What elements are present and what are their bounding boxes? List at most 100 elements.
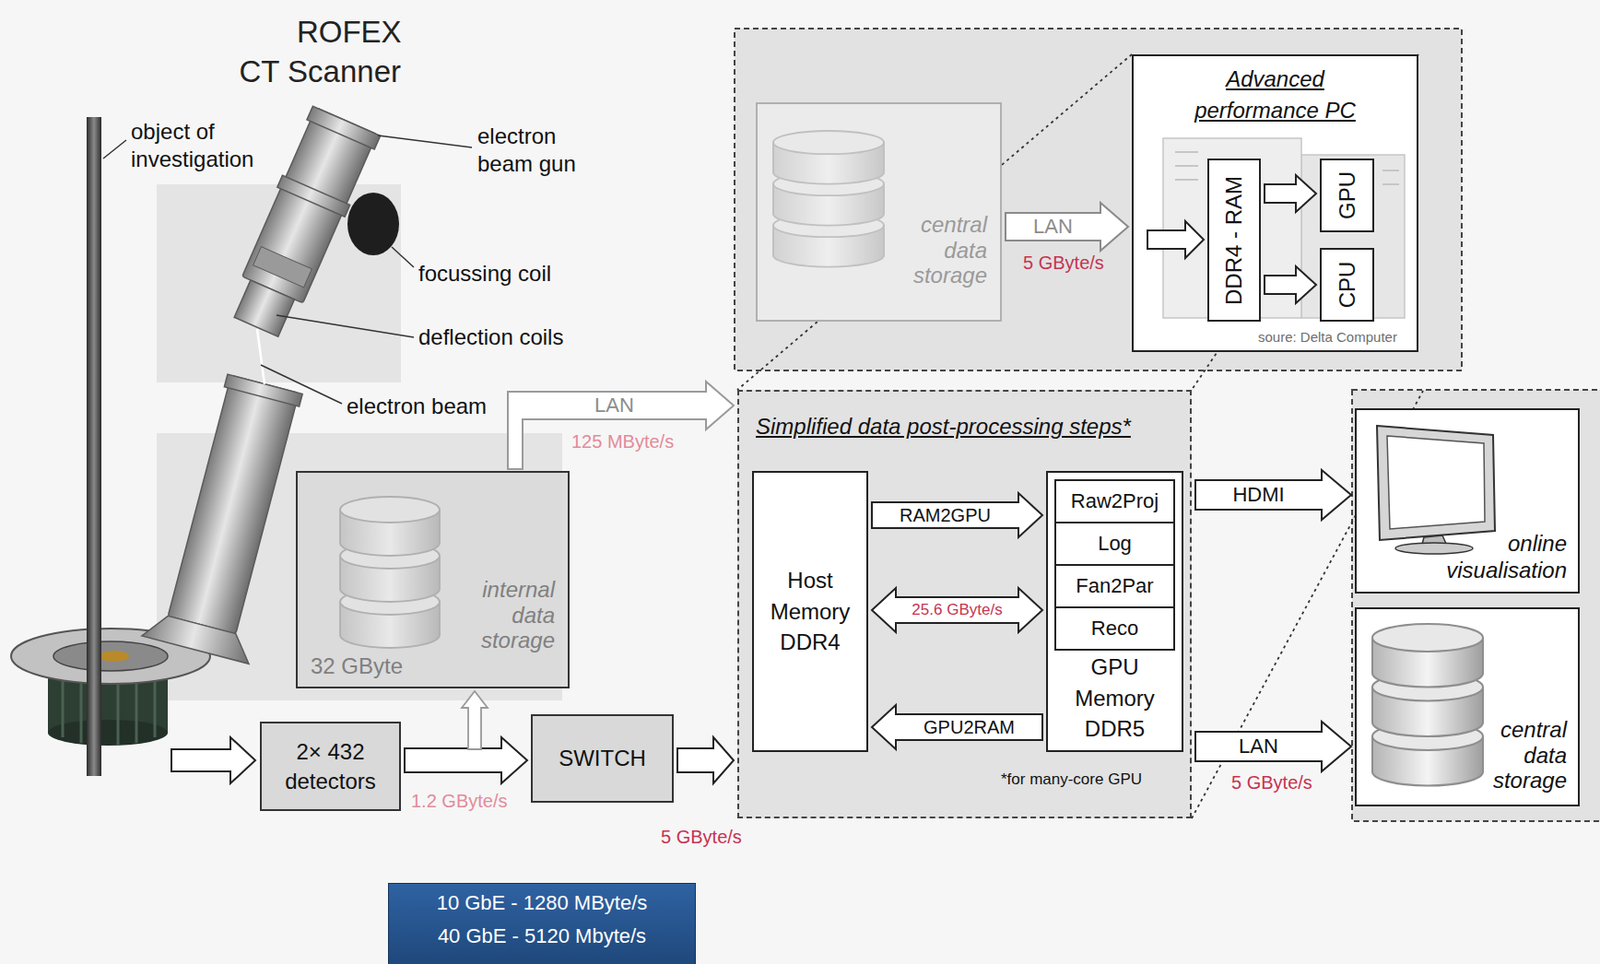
node-text: Simplified data post-processing steps* xyxy=(755,413,1131,440)
node-text: SWITCH xyxy=(558,745,647,772)
storage-box: central data storage xyxy=(1354,607,1580,807)
storage-fill xyxy=(1354,607,1580,807)
title: ROFEX CT Scanner xyxy=(236,12,403,93)
node-text: GPU xyxy=(1334,171,1361,220)
node-text: Reco xyxy=(1091,616,1139,641)
input-arrow xyxy=(171,737,256,784)
node-text: 10 GbE - 1280 MByte/s xyxy=(436,891,648,916)
switch-box: SWITCH xyxy=(530,714,674,803)
storage-fill xyxy=(295,470,570,689)
step-box: Reco xyxy=(1054,606,1176,651)
focussing-coil xyxy=(347,192,400,256)
block-arrow xyxy=(1195,721,1352,772)
storage-fill xyxy=(755,102,1002,322)
output-panel xyxy=(1352,389,1600,822)
step-box: Raw2Proj xyxy=(1054,479,1176,524)
label: object of investigation xyxy=(130,117,283,174)
block-arrow xyxy=(1264,266,1317,304)
label: 125 MByte/s xyxy=(571,431,674,453)
node-text: Raw2Proj xyxy=(1070,489,1159,514)
gun-flange xyxy=(306,105,381,150)
database-icon xyxy=(773,130,884,268)
block-arrow xyxy=(404,737,528,784)
step-box: Fan2Par xyxy=(1054,564,1176,609)
node-text: Advanced performance PC xyxy=(1178,63,1373,126)
electron-beam xyxy=(257,329,265,385)
label: deflection coils xyxy=(418,324,564,351)
block-arrow xyxy=(507,381,734,470)
label: 5 GByte/s xyxy=(660,826,742,848)
label: 5 GByte/s xyxy=(1023,252,1105,274)
object-rod xyxy=(86,117,102,777)
processing-panel-fill xyxy=(737,389,1192,819)
top-panel xyxy=(734,28,1462,371)
ram-box: DDR4 - RAM xyxy=(1207,158,1261,322)
detector-box: 2× 432 detectors xyxy=(259,721,401,812)
node-text: central data storage xyxy=(913,211,988,289)
arrow-label: LAN xyxy=(594,394,635,417)
display-box: online visualisation xyxy=(1354,408,1580,594)
detector-stripes xyxy=(62,677,155,745)
storage-box: central data storage xyxy=(755,102,1002,322)
arrow-label: 25.6 GByte/s xyxy=(911,601,1002,620)
tube xyxy=(167,375,299,634)
arrow-label: LAN xyxy=(1033,215,1073,238)
node-text: *for many-core GPU xyxy=(1000,770,1142,789)
node-text: Fan2Par xyxy=(1075,574,1153,599)
arrow-label: LAN xyxy=(1238,735,1279,758)
label: soure: Delta Computer xyxy=(1258,329,1398,345)
network-speed-box: 10 GbE - 1280 MByte/s 40 GbE - 5120 Mbyte… xyxy=(388,882,696,964)
label: 5 GByte/s xyxy=(1231,772,1313,794)
deflection-coil xyxy=(253,247,313,288)
step-box: Log xyxy=(1054,521,1176,566)
monitor-frame xyxy=(1376,425,1495,541)
node-text: online visualisation xyxy=(1446,530,1567,585)
label: 1.2 GByte/s xyxy=(411,790,508,812)
gun-nozzle xyxy=(234,280,295,337)
gpu-box: GPU xyxy=(1319,158,1375,233)
sample xyxy=(99,650,130,662)
block-arrow xyxy=(461,691,488,750)
cpu-box: CPU xyxy=(1319,247,1375,322)
pc-fill xyxy=(1131,54,1419,353)
node-text: central data storage xyxy=(1493,717,1567,794)
label: electron beam xyxy=(346,393,487,420)
pc-box: Advanced performance PC DDR4 - RAM GPU CPU xyxy=(1131,54,1419,353)
node-text: CPU xyxy=(1334,261,1361,309)
monitor-screen xyxy=(1387,435,1485,530)
zoom-lines xyxy=(737,54,1424,819)
node-text: 2× 432 detectors xyxy=(272,737,389,795)
block-arrow xyxy=(677,737,734,784)
tube-funnel xyxy=(141,611,256,665)
detector-cylinder-base xyxy=(47,719,168,746)
node-text: DDR4 - RAM xyxy=(1221,175,1248,305)
arrow-label: RAM2GPU xyxy=(899,505,991,526)
node-text: internal data storage xyxy=(481,576,555,654)
arrow-label: HDMI xyxy=(1232,483,1284,506)
pc-tower xyxy=(1301,154,1405,318)
block-arrow xyxy=(871,705,1043,750)
storage-box: 32 GByte internal data storage xyxy=(295,470,570,689)
arrow-label: GPU2RAM xyxy=(923,717,1015,738)
block-arrow xyxy=(1005,202,1129,251)
label: electron beam gun xyxy=(477,122,616,178)
node-text: GPU Memory DDR5 xyxy=(1059,651,1171,745)
label: focussing coil xyxy=(418,260,552,287)
display-fill xyxy=(1354,408,1580,594)
gpu-memory-box: GPU Memory DDR5 Raw2ProjLogFan2ParReco xyxy=(1046,470,1184,753)
database-icon xyxy=(340,496,440,648)
block-arrow xyxy=(1195,470,1352,520)
memory-input-arrow xyxy=(1147,221,1204,259)
node-text: 40 GbE - 5120 Mbyte/s xyxy=(437,924,647,949)
node-text: Log xyxy=(1097,531,1132,556)
memory-box: Host Memory DDR4 xyxy=(752,470,869,753)
node-text: 32 GByte xyxy=(310,653,403,680)
gun-flange xyxy=(277,175,351,217)
node-text: Host Memory DDR4 xyxy=(759,564,861,659)
scanner-ring xyxy=(53,641,168,671)
beam-tube xyxy=(141,370,319,665)
monitor-base xyxy=(1395,542,1473,554)
leader-lines xyxy=(103,135,472,404)
